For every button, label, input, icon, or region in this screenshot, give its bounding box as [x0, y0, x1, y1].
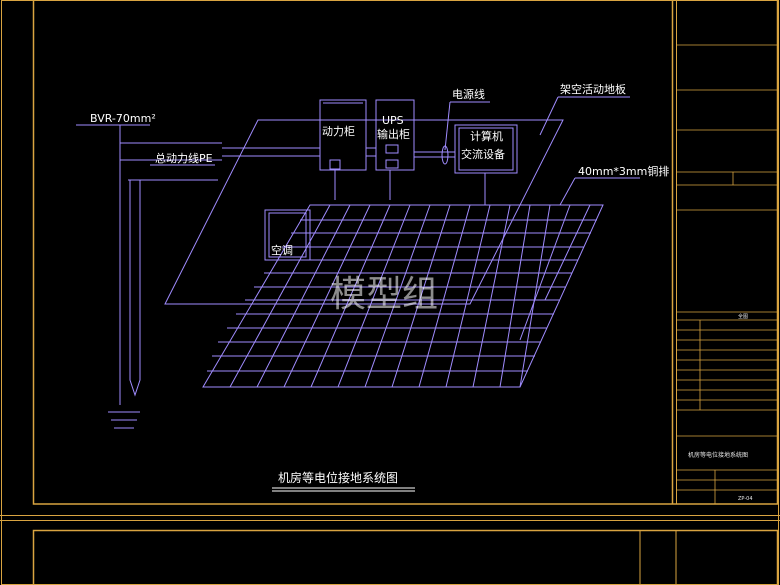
ground-conductor: [76, 124, 121, 405]
title-block-sheet-no: ZP-04: [738, 496, 753, 502]
diagram-lines: [76, 96, 640, 492]
computer-box: [454, 124, 518, 174]
label-power-line: 电源线: [452, 87, 485, 101]
raised-floor-outline: [164, 119, 564, 305]
title-block: [677, 44, 778, 504]
aircon-box: [264, 209, 311, 261]
title-block-drawing-name: 机房等电位接地系统图: [688, 451, 748, 459]
label-aircon: 空调: [271, 243, 293, 257]
label-ups-line1: UPS: [382, 114, 404, 127]
label-copper-bar: 40mm*3mm铜排: [578, 164, 669, 178]
ground-rod: [129, 179, 141, 397]
power-cabinet-box: [319, 99, 367, 171]
title-block-text: 全图 机房等电位接地系统图 ZP-04: [688, 313, 753, 502]
drawing-title: 机房等电位接地系统图: [278, 470, 398, 485]
copper-grid: [202, 204, 604, 388]
label-main-pe: 总动力线PE: [155, 151, 213, 165]
label-raised-floor: 架空活动地板: [560, 82, 626, 96]
label-computer-line1: 计算机: [470, 129, 503, 143]
label-bvr: BVR-70mm²: [90, 112, 156, 125]
label-ups-line2: 输出柜: [377, 127, 410, 141]
label-power-cabinet: 动力柜: [322, 125, 355, 138]
diagram-labels: BVR-70mm² 总动力线PE 动力柜 UPS 输出柜 电源线 架空活动地板 …: [90, 82, 669, 485]
title-block-all-label: 全图: [738, 313, 748, 320]
ups-cabinet-box: [375, 99, 415, 171]
label-computer-line2: 交流设备: [461, 147, 505, 161]
watermark: 模型组: [330, 274, 438, 315]
